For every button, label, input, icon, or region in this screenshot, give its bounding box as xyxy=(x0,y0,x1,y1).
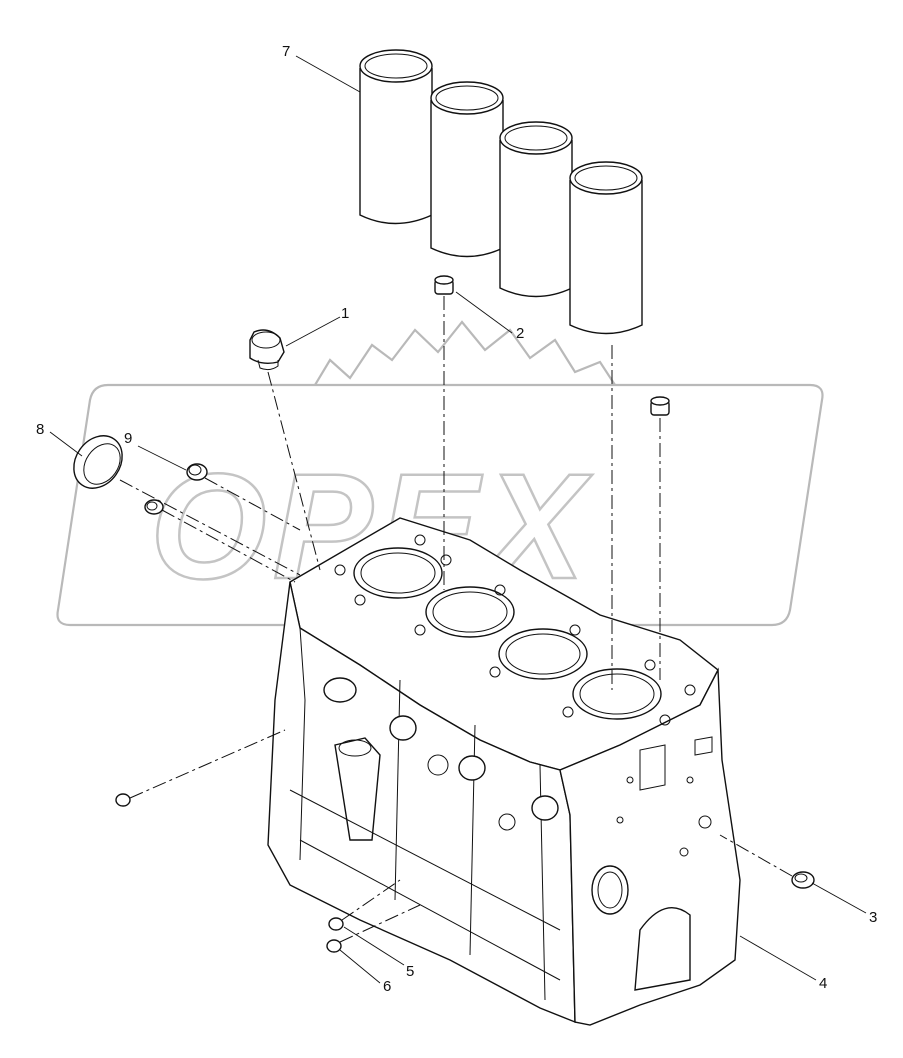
cylinder-liner-4 xyxy=(569,161,643,335)
leader-lines xyxy=(49,55,867,984)
cylinder-liners xyxy=(359,49,643,335)
callout-6: 6 xyxy=(383,978,391,995)
plug-9b xyxy=(144,499,164,515)
cylinder-liner-3 xyxy=(499,121,573,298)
cylinder-liner-2 xyxy=(430,81,504,258)
plug-3 xyxy=(791,871,815,889)
callout-9: 9 xyxy=(124,430,132,447)
dowel-sleeve-2b xyxy=(650,396,670,416)
assembly-lines xyxy=(119,296,793,943)
callout-7: 7 xyxy=(282,43,290,60)
callout-8: 8 xyxy=(36,421,44,438)
cylinder-block xyxy=(267,517,741,1026)
callout-4: 4 xyxy=(819,975,827,992)
plug-left xyxy=(115,793,131,807)
callout-5: 5 xyxy=(406,963,414,980)
callout-2: 2 xyxy=(516,325,524,342)
callout-1: 1 xyxy=(341,305,349,322)
plug-part-1 xyxy=(249,329,285,371)
plug-5 xyxy=(328,917,344,931)
cylinder-liner-1 xyxy=(359,49,433,225)
callout-3: 3 xyxy=(869,909,877,926)
callout-labels: 7 1 2 8 9 3 4 5 6 xyxy=(36,43,877,995)
plug-9a xyxy=(186,463,208,481)
plug-6 xyxy=(326,939,342,953)
dowel-sleeve-2a xyxy=(434,275,454,295)
cover-disc-8 xyxy=(73,435,123,489)
